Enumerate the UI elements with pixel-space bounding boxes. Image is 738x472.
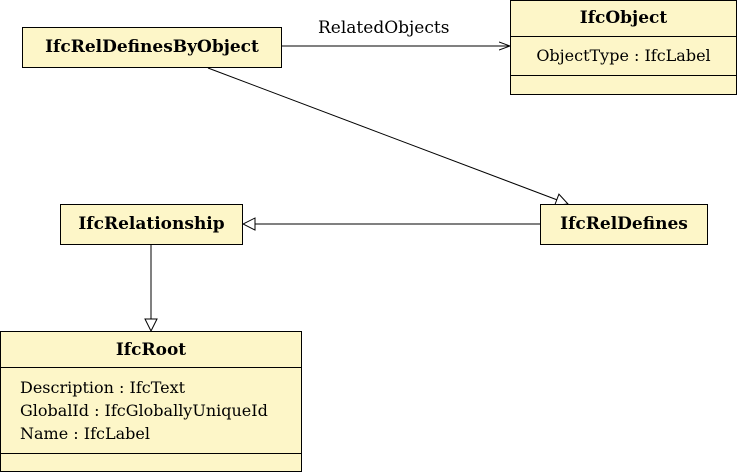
class-name: IfcRelDefinesByObject bbox=[45, 37, 259, 57]
relation-label-relatedobjects: RelatedObjects bbox=[318, 18, 450, 38]
attributes-section: Description : IfcText GlobalId : IfcGlob… bbox=[1, 367, 301, 453]
operations-section bbox=[511, 75, 736, 94]
class-box-ifcrelationship[interactable]: IfcRelationship bbox=[60, 204, 243, 245]
attribute-item: GlobalId : IfcGloballyUniqueId bbox=[20, 401, 268, 420]
class-name: IfcObject bbox=[579, 8, 668, 28]
attribute-item: Description : IfcText bbox=[20, 378, 186, 397]
class-name: IfcRoot bbox=[115, 340, 187, 360]
class-box-ifcreldefines[interactable]: IfcRelDefines bbox=[540, 204, 708, 245]
generalization-reldefinesbyobject-to-reldefines bbox=[207, 67, 568, 204]
class-box-ifcobject[interactable]: IfcObject ObjectType : IfcLabel bbox=[510, 0, 737, 95]
class-box-ifcreldefinesbyobject[interactable]: IfcRelDefinesByObject bbox=[22, 27, 282, 68]
class-box-ifcroot[interactable]: IfcRoot Description : IfcText GlobalId :… bbox=[0, 331, 302, 472]
class-name: IfcRelationship bbox=[78, 214, 225, 234]
attribute-item: ObjectType : IfcLabel bbox=[536, 46, 711, 65]
attributes-section: ObjectType : IfcLabel bbox=[511, 36, 736, 75]
operations-section bbox=[1, 453, 301, 471]
attribute-item: Name : IfcLabel bbox=[20, 424, 150, 443]
class-name: IfcRelDefines bbox=[560, 214, 688, 234]
